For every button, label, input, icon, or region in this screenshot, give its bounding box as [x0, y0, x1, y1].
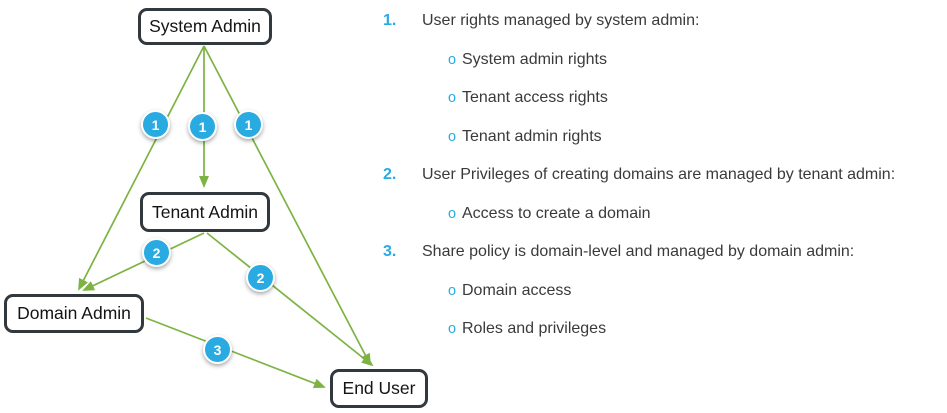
note-subitem-text: Domain access [462, 281, 572, 299]
note-subitem: o Access to create a domain [383, 203, 943, 225]
bullet-icon: o [448, 90, 457, 106]
note-item-1-text: User rights managed by system admin: [422, 12, 700, 29]
notes-panel: 1. User rights managed by system admin: … [383, 10, 943, 357]
note-subitem: o System admin rights [383, 49, 943, 71]
edge-tenant-admin-to-domain-admin [82, 232, 205, 291]
node-system-admin: System Admin [138, 8, 272, 45]
bullet-icon: o [448, 282, 457, 299]
bullet-icon: o [448, 205, 457, 222]
note-item-3-number: 3. [383, 243, 397, 260]
edge-system-admin-to-domain-admin [78, 45, 205, 291]
badge-3: 3 [203, 335, 232, 364]
note-item-2-number: 2. [383, 166, 397, 183]
node-system-admin-label: System Admin [149, 16, 261, 36]
badge-2-right: 2 [246, 263, 275, 292]
note-subitem-text: Roles and privileges [462, 320, 607, 337]
badge-2-left: 2 [142, 238, 171, 267]
note-item-2: 2. User Privileges of creating domains a… [383, 164, 943, 186]
note-subitem: o Domain access [383, 280, 943, 302]
node-tenant-admin: Tenant Admin [140, 192, 270, 232]
node-end-user: End User [330, 369, 428, 408]
note-subitem-text: Tenant admin rights [462, 127, 602, 145]
note-item-2-text: User Privileges of creating domains are … [422, 166, 896, 183]
note-subitem-text: Tenant access rights [462, 89, 608, 106]
badge-1-middle: 1 [188, 112, 217, 141]
note-subitem: o Tenant admin rights [383, 126, 943, 148]
bullet-icon: o [448, 51, 457, 68]
edge-system-admin-to-end-user [203, 45, 371, 366]
node-end-user-label: End User [342, 378, 416, 398]
bullet-icon: o [448, 128, 457, 145]
note-subitem: o Tenant access rights [383, 87, 943, 109]
note-item-3: 3. Share policy is domain-level and mana… [383, 241, 943, 263]
node-domain-admin-label: Domain Admin [17, 303, 131, 323]
note-item-3-text: Share policy is domain-level and managed… [422, 243, 855, 260]
note-subitem: o Roles and privileges [383, 318, 943, 340]
note-subitem-text: System admin rights [462, 50, 607, 68]
edge-tenant-admin-to-end-user [206, 232, 374, 367]
edge-domain-admin-to-end-user [145, 317, 326, 389]
note-item-1: 1. User rights managed by system admin: [383, 10, 943, 32]
note-subitem-text: Access to create a domain [462, 204, 651, 222]
bullet-icon: o [448, 321, 457, 337]
badge-1-right: 1 [234, 110, 263, 139]
node-tenant-admin-label: Tenant Admin [151, 201, 259, 222]
badge-1-left: 1 [141, 110, 170, 139]
note-item-1-number: 1. [383, 12, 397, 29]
node-domain-admin: Domain Admin [4, 294, 144, 333]
